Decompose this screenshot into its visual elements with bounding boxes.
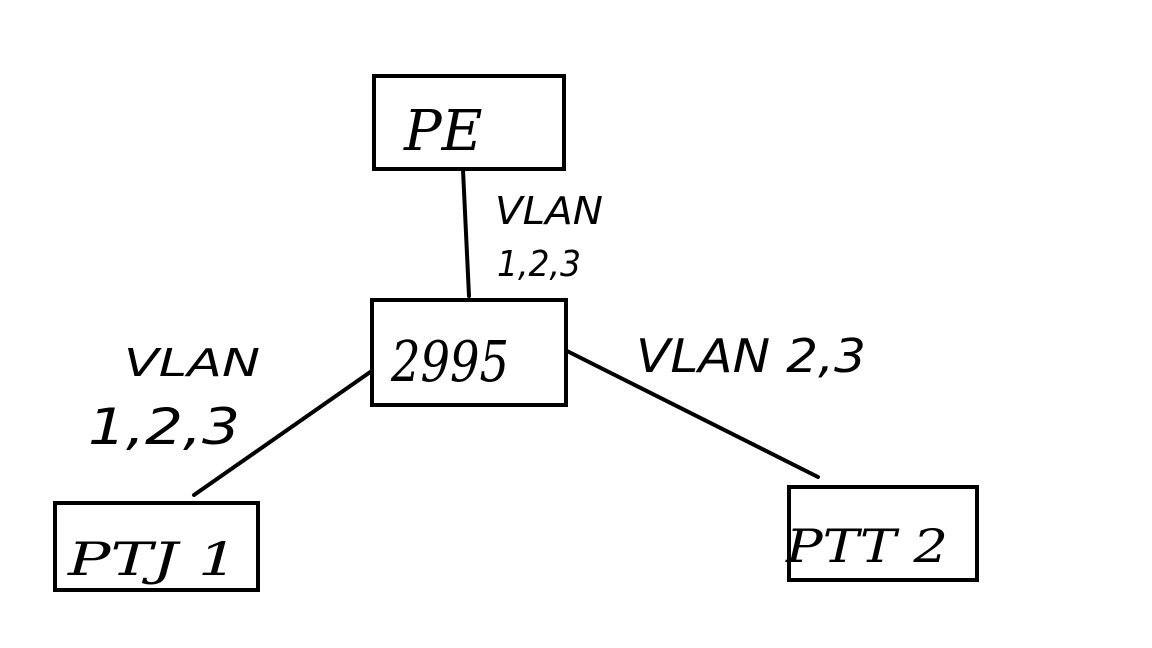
link-switch-ptt1 (192, 366, 378, 497)
link-pe-switch-label-line2: 1,2,3 (497, 244, 581, 285)
node-pe-box (372, 74, 566, 171)
link-switch-ptt2 (565, 349, 820, 479)
link-switch-ptt1-label-line2: 1,2,3 (88, 398, 240, 456)
node-ptt1-box (53, 501, 260, 592)
node-switch: 2995 (370, 298, 568, 407)
link-switch-ptt2-label: VLAN 2,3 (636, 329, 866, 383)
node-ptt1-label: PTJ 1 (67, 532, 238, 586)
node-switch-label: 2995 (390, 330, 509, 395)
node-pe: PE (372, 74, 566, 171)
node-ptt2-label: PTT 2 (785, 519, 948, 573)
node-ptt2-box (787, 485, 979, 582)
link-pe-switch-label-line1: VLAN (495, 189, 603, 233)
node-switch-box (370, 298, 568, 407)
node-ptt1: PTJ 1 (53, 501, 260, 592)
link-pe-switch (461, 168, 471, 298)
link-switch-ptt1-label-line1: VLAN (124, 341, 260, 385)
node-ptt2: PTT 2 (785, 485, 979, 582)
node-pe-label: PE (403, 99, 483, 164)
